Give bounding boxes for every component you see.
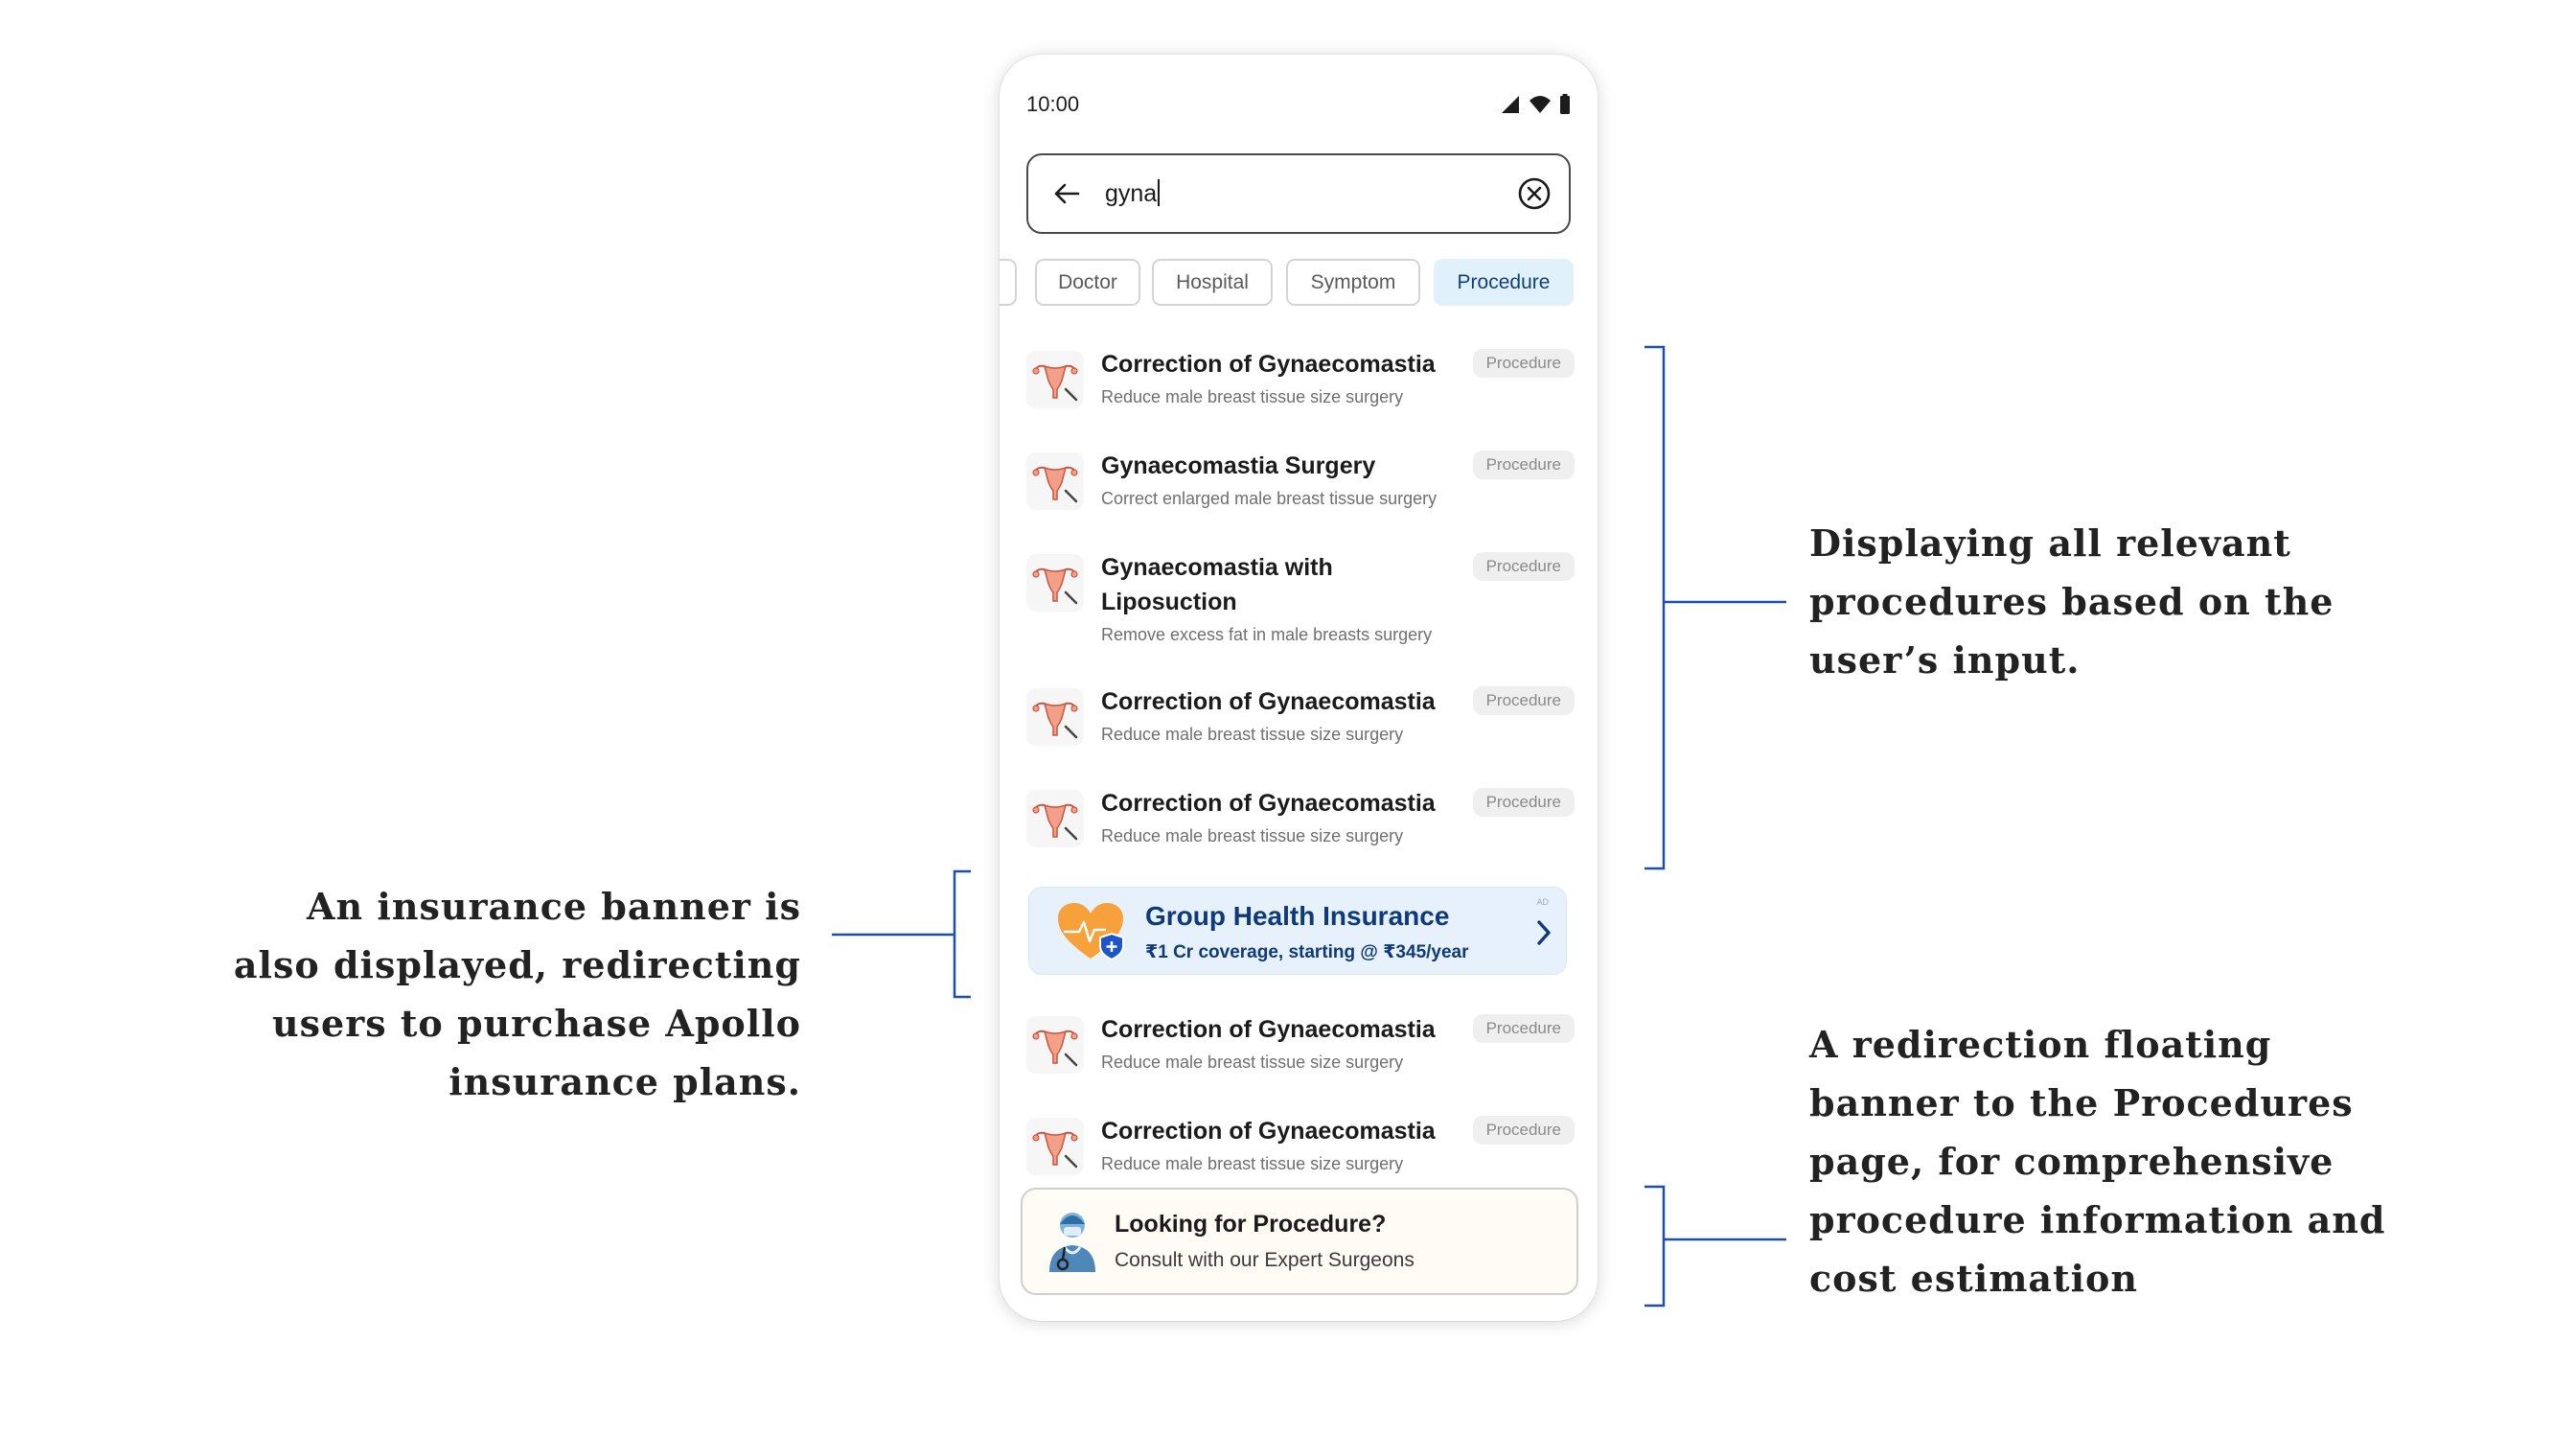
signal-icon [1502, 96, 1519, 113]
result-subtitle: Reduce male breast tissue size surgery [1101, 1053, 1404, 1072]
insurance-subtitle: ₹1 Cr coverage, starting @ ₹345/year [1145, 942, 1469, 962]
result-badge: Procedure [1472, 1116, 1575, 1145]
phone-screen: 10:00 gyna Doctor Hospital Symptom Proce… [1000, 55, 1598, 1321]
search-input[interactable]: gyna [1026, 153, 1571, 234]
list-item[interactable]: Correction of Gynaecomastia Reduce male … [1026, 786, 1575, 863]
annotation-line: page, for comprehensive [1809, 1140, 2334, 1183]
result-subtitle: Reduce male breast tissue size surgery [1101, 725, 1404, 744]
result-badge: Procedure [1472, 686, 1575, 715]
status-bar: 10:00 [1000, 55, 1598, 150]
chip-label: Doctor [1058, 270, 1117, 293]
uterus-icon [1026, 790, 1084, 847]
annotation-line: Displaying all relevant [1809, 521, 2291, 565]
heart-shield-icon [1058, 903, 1124, 961]
list-item[interactable]: Correction of Gynaecomastia Reduce male … [1026, 1114, 1575, 1191]
result-subtitle: Reduce male breast tissue size surgery [1101, 826, 1404, 845]
annotation-line: An insurance banner is [307, 885, 801, 928]
surgeon-icon [1049, 1213, 1095, 1272]
result-badge: Procedure [1472, 451, 1575, 479]
list-item[interactable]: Gynaecomastia with Liposuction Remove ex… [1026, 550, 1575, 665]
result-subtitle: Correct enlarged male breast tissue surg… [1101, 489, 1438, 508]
result-title: Gynaecomastia Surgery [1101, 452, 1376, 479]
annotation-insurance-banner: An insurance banner is also displayed, r… [153, 877, 801, 1111]
result-badge: Procedure [1472, 552, 1575, 581]
result-title: Correction of Gynaecomastia [1101, 1118, 1436, 1145]
chip-hospital[interactable]: Hospital [1152, 259, 1273, 306]
uterus-icon [1026, 452, 1084, 510]
procedure-floating-banner[interactable]: Looking for Procedure? Consult with our … [1021, 1188, 1578, 1295]
result-title: Gynaecomastia with Liposuction [1101, 554, 1333, 615]
annotation-line: user’s input. [1809, 638, 2081, 682]
status-icons [1500, 90, 1571, 115]
result-title: Correction of Gynaecomastia [1101, 688, 1436, 715]
uterus-icon [1026, 1118, 1084, 1175]
chevron-right-icon[interactable] [1533, 918, 1554, 947]
annotation-line: users to purchase Apollo [272, 1002, 801, 1045]
annotation-line: procedure information and [1809, 1198, 2386, 1241]
chip-partial[interactable] [1000, 259, 1017, 306]
list-item[interactable]: Correction of Gynaecomastia Reduce male … [1026, 347, 1575, 424]
chip-procedure[interactable]: Procedure [1434, 259, 1574, 306]
battery-icon [1560, 94, 1570, 114]
insurance-title: Group Health Insurance [1145, 901, 1450, 931]
list-item[interactable]: Correction of Gynaecomastia Reduce male … [1026, 1012, 1575, 1089]
annotation-line: also displayed, redirecting [233, 943, 801, 986]
status-time: 10:00 [1026, 92, 1080, 116]
annotation-line: A redirection floating [1809, 1023, 2272, 1066]
filter-chips: Doctor Hospital Symptom Procedure [1000, 259, 1598, 309]
annotation-line: banner to the Procedures [1809, 1081, 2354, 1124]
result-badge: Procedure [1472, 788, 1575, 817]
floating-banner-subtitle: Consult with our Expert Surgeons [1115, 1249, 1414, 1271]
chip-label: Procedure [1457, 270, 1551, 293]
wifi-icon [1530, 96, 1551, 113]
annotation-line: cost estimation [1809, 1257, 2139, 1300]
result-title: Correction of Gynaecomastia [1101, 790, 1436, 817]
clear-search-icon[interactable] [1517, 176, 1552, 211]
uterus-icon [1026, 554, 1084, 612]
chip-label: Symptom [1310, 270, 1396, 293]
chip-label: Hospital [1176, 270, 1249, 293]
uterus-icon [1026, 351, 1084, 408]
text-caret [1158, 179, 1161, 206]
insurance-banner[interactable]: Group Health Insurance ₹1 Cr coverage, s… [1028, 887, 1567, 975]
ad-label: AD [1536, 897, 1549, 907]
list-item[interactable]: Gynaecomastia Surgery Correct enlarged m… [1026, 449, 1575, 525]
chip-symptom[interactable]: Symptom [1286, 259, 1420, 306]
result-subtitle: Remove excess fat in male breasts surger… [1101, 625, 1433, 644]
result-title: Correction of Gynaecomastia [1101, 351, 1436, 378]
result-subtitle: Reduce male breast tissue size surgery [1101, 387, 1404, 406]
uterus-icon [1026, 1016, 1084, 1074]
result-subtitle: Reduce male breast tissue size surgery [1101, 1154, 1404, 1173]
chip-doctor[interactable]: Doctor [1035, 259, 1140, 306]
floating-banner-title: Looking for Procedure? [1115, 1211, 1387, 1238]
annotation-line: insurance plans. [448, 1060, 801, 1103]
result-badge: Procedure [1472, 349, 1575, 378]
result-title: Correction of Gynaecomastia [1101, 1016, 1436, 1043]
annotation-line: procedures based on the [1809, 580, 2334, 623]
annotation-floating-banner: A redirection floating banner to the Pro… [1809, 1015, 2461, 1308]
search-query[interactable]: gyna [1105, 179, 1517, 208]
list-item[interactable]: Correction of Gynaecomastia Reduce male … [1026, 684, 1575, 761]
uterus-icon [1026, 688, 1084, 746]
annotation-procedures-list: Displaying all relevant procedures based… [1809, 514, 2423, 689]
back-arrow-icon[interactable] [1053, 182, 1080, 205]
result-badge: Procedure [1472, 1014, 1575, 1043]
